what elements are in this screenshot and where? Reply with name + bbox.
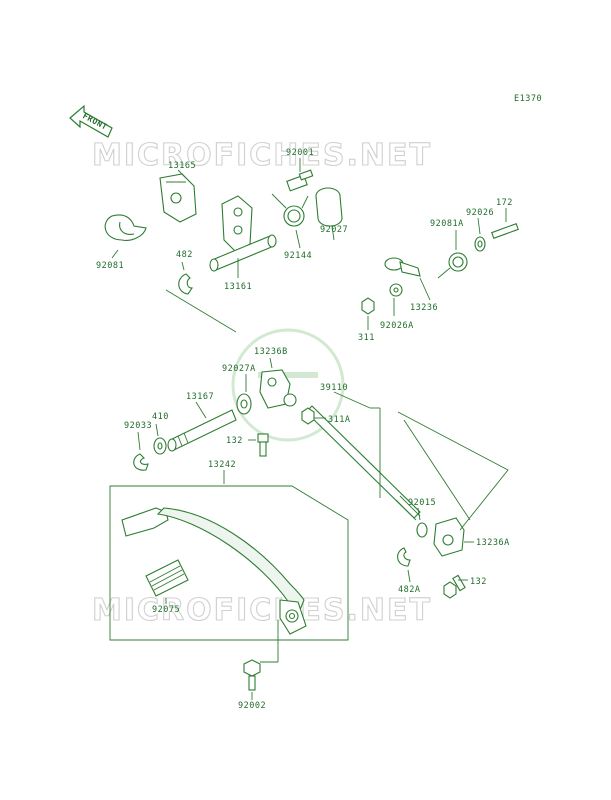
part-482-clip	[178, 273, 194, 295]
part-132-bolt-upper	[257, 433, 269, 457]
part-13167-shaft	[167, 409, 237, 452]
part-13242-pedal	[121, 507, 307, 635]
label-311A: 311A	[328, 415, 350, 425]
label-172: 172	[496, 198, 513, 208]
label-13165: 13165	[168, 161, 196, 171]
part-13165-plate	[159, 173, 197, 223]
label-92081A: 92081A	[430, 219, 464, 229]
part-172-stud	[491, 223, 519, 239]
label-13242: 13242	[208, 460, 236, 470]
label-13236A: 13236A	[476, 538, 510, 548]
watermark-top: MICROFICHES.NET	[92, 138, 432, 173]
label-482: 482	[176, 250, 193, 260]
label-92026A: 92026A	[380, 321, 414, 331]
label-13236B: 13236B	[254, 347, 288, 357]
label-92026: 92026	[466, 208, 494, 218]
part-39110-rod	[305, 405, 421, 521]
part-92027-collar	[315, 187, 343, 227]
part-92001-bolt	[286, 169, 314, 192]
label-92001: 92001	[286, 148, 314, 158]
label-92033: 92033	[124, 421, 152, 431]
label-13161: 13161	[224, 282, 252, 292]
part-92015-washer	[416, 522, 428, 538]
part-92033-circlip	[133, 453, 149, 471]
part-410-washer	[153, 437, 167, 455]
part-92081A-spring	[437, 252, 468, 279]
part-311-nut	[361, 297, 375, 315]
label-92144: 92144	[284, 251, 312, 261]
part-92027A-washer	[236, 393, 252, 415]
part-92144-spring	[271, 193, 309, 227]
label-92081: 92081	[96, 261, 124, 271]
label-13167: 13167	[186, 392, 214, 402]
watermark-logo	[231, 328, 345, 442]
label-132-lower: 132	[470, 577, 487, 587]
label-410: 410	[152, 412, 169, 422]
watermark-bottom: MICROFICHES.NET	[92, 593, 432, 628]
part-92026-washer	[474, 236, 486, 252]
label-311: 311	[358, 333, 375, 343]
label-92015: 92015	[408, 498, 436, 508]
part-92081-circlip	[104, 214, 147, 241]
label-482A: 482A	[398, 585, 420, 595]
label-13236: 13236	[410, 303, 438, 313]
diagram-code: E1370	[514, 94, 542, 104]
part-311A-nut	[301, 407, 315, 425]
part-13161-shaft	[209, 195, 277, 272]
label-92027A: 92027A	[222, 364, 256, 374]
part-92002-bolt	[243, 659, 261, 691]
part-92075-rubber	[145, 559, 189, 597]
part-482A-clip	[397, 547, 411, 567]
label-92027: 92027	[320, 225, 348, 235]
part-13236A-lever	[433, 517, 465, 557]
label-92075: 92075	[152, 605, 180, 615]
label-132-upper: 132	[226, 436, 243, 446]
part-13236-lever	[384, 257, 421, 297]
label-39110: 39110	[320, 383, 348, 393]
part-13236B-lever	[259, 369, 297, 409]
front-arrow-icon: FRONT	[69, 104, 113, 138]
label-92002: 92002	[238, 701, 266, 711]
part-132-bolt-lower	[443, 574, 466, 599]
